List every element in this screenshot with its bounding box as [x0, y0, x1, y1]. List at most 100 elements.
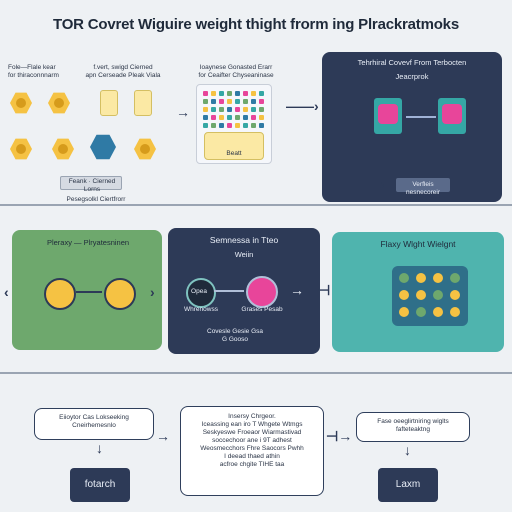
matrix-cell [219, 123, 224, 128]
connector-line [76, 291, 102, 293]
matrix-cell [203, 123, 208, 128]
node-circle [104, 278, 136, 310]
grid-dot [399, 273, 409, 283]
matrix-label-box [204, 132, 264, 160]
arrow-down-icon: ↓ [404, 442, 411, 458]
matrix-cell [211, 91, 216, 96]
matrix-cell [219, 91, 224, 96]
top-right-sublabel: Jeacrprok [395, 72, 429, 81]
matrix-cell [251, 107, 256, 112]
card-icon [134, 90, 152, 116]
grid-dot [433, 273, 443, 283]
node-circle-pink [246, 276, 278, 308]
connector-line [214, 290, 244, 292]
caption-box [60, 176, 122, 190]
arrow-right-icon: → [176, 104, 190, 120]
matrix-cell [259, 107, 264, 112]
matrix-cell [251, 99, 256, 104]
top-left-caption-2: Pesegsolkl Ciertfrorr [66, 196, 126, 203]
grid-dot [416, 273, 426, 283]
grid-dot [433, 307, 443, 317]
matrix-cell [243, 99, 248, 104]
matrix-cell [251, 91, 256, 96]
matrix-cell [227, 99, 232, 104]
mid-center-sublabel: Weiin [234, 250, 254, 259]
matrix-cell [243, 91, 248, 96]
bottom-center-box-text: Insersy Chrgeor. Iceassing ean iro T Whg… [200, 413, 304, 468]
chip-core-icon [442, 104, 462, 124]
grid-dot [450, 307, 460, 317]
matrix-grid [203, 91, 264, 128]
page-title: TOR Covret Wiguire weight thight frorm i… [53, 16, 459, 33]
top-right-label: Tehrhiral Covevf From Terbocten [357, 58, 467, 67]
yellow-dot-grid [399, 273, 460, 317]
arrow-right-icon: ⊣→ [326, 428, 353, 444]
top-left-label: Fole—Flale kear for thiraconnnarm [8, 64, 59, 79]
bottom-left-box-text: Eiioytor Cas Lokseeking Cneirhemesnlo [59, 414, 129, 429]
matrix-cell [219, 107, 224, 112]
hex-icon [10, 138, 32, 160]
grid-dot [416, 307, 426, 317]
hex-icon [134, 138, 156, 160]
matrix-cell [227, 107, 232, 112]
arrow-left-icon: ‹ [4, 284, 9, 300]
matrix-cell [227, 123, 232, 128]
bottom-center-box: Insersy Chrgeor. Iceassing ean iro T Whg… [180, 406, 324, 496]
bottom-left-dark: fotarch [70, 468, 130, 502]
matrix-cell [203, 99, 208, 104]
grid-card [392, 266, 468, 326]
matrix-cell [243, 115, 248, 120]
mid-center-node-left-caption: Whrenowss [184, 306, 218, 313]
matrix-cell [235, 99, 240, 104]
matrix-cell [251, 123, 256, 128]
grid-dot [416, 290, 426, 300]
matrix-cell [259, 91, 264, 96]
arrow-right-icon: › [380, 176, 385, 192]
mid-center-node-right-caption: Grases Pesab [241, 306, 283, 313]
matrix-cell [235, 91, 240, 96]
arrow-right-icon: ——› [286, 98, 319, 114]
matrix-cell [235, 115, 240, 120]
matrix-cell [243, 123, 248, 128]
grid-dot [399, 307, 409, 317]
arrow-right-icon: → [156, 428, 170, 444]
arrow-right-icon: → [290, 282, 304, 298]
hex-icon [48, 92, 70, 114]
matrix-cell [211, 123, 216, 128]
arrow-right-icon: › [150, 284, 155, 300]
bottom-right-box-text: Fase oeeglirtniring wiglts fafteteaktng [377, 418, 449, 433]
top-mid-label: Ioaynese Gonasted Erarr for Ceaifter Chy… [198, 64, 274, 79]
grid-dot [433, 290, 443, 300]
mid-center-footer: Covesle Gesie Gsa G Gooso [207, 328, 263, 343]
connector-line [406, 116, 436, 118]
grid-dot [450, 290, 460, 300]
badge [396, 178, 450, 192]
shield-icon [90, 134, 116, 160]
matrix-cell [227, 91, 232, 96]
arrow-down-icon: ↓ [96, 440, 103, 456]
matrix-cell [235, 123, 240, 128]
matrix-cell [219, 99, 224, 104]
matrix-cell [243, 107, 248, 112]
matrix-cell [203, 107, 208, 112]
matrix-cell [211, 107, 216, 112]
section-divider [0, 204, 512, 206]
matrix-cell [219, 115, 224, 120]
bottom-left-box: Eiioytor Cas Lokseeking Cneirhemesnlo [34, 408, 154, 440]
mid-left-label: Pleraxy — Plryatesninen [46, 238, 130, 247]
matrix-cell [211, 115, 216, 120]
matrix-cell [203, 91, 208, 96]
chip-core-icon [378, 104, 398, 124]
card-icon [100, 90, 118, 116]
matrix-cell [259, 123, 264, 128]
bottom-right-dark: Laxm [378, 468, 438, 502]
top-left-caption: Feank · Cierned Lorns [68, 178, 116, 193]
top-right-panel [322, 52, 502, 202]
mid-center-label: Semnessa in Tteo [209, 235, 279, 245]
hex-icon [52, 138, 74, 160]
top-right-badge: Verfleis nesnecoreir [406, 181, 440, 196]
mid-right-label: Flaxy Wlght Wielgnt [380, 239, 456, 249]
matrix-cell [235, 107, 240, 112]
matrix-cell [259, 115, 264, 120]
section-divider [0, 372, 512, 374]
